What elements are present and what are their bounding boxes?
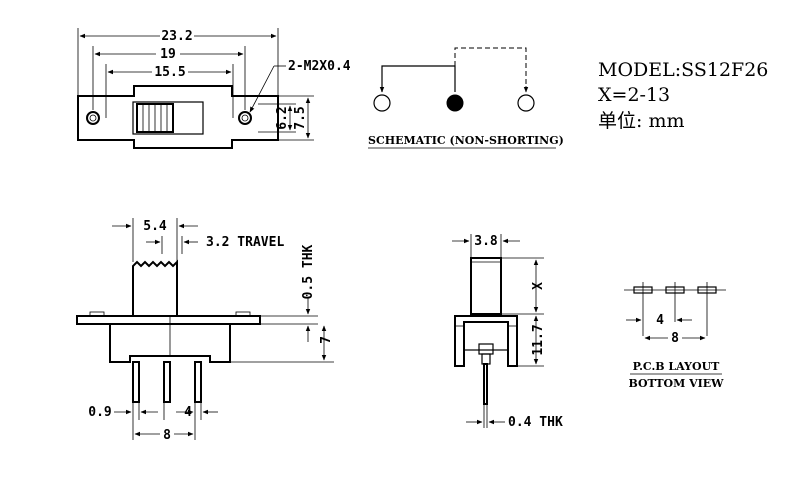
side-view-flange bbox=[76, 315, 261, 325]
side-view: 5.4 3.2 TRAVEL 0.5 THK 7 0.9 4 8 bbox=[76, 218, 334, 443]
schematic-label: SCHEMATIC (NON-SHORTING) bbox=[368, 134, 564, 147]
model-unit: 单位: mm bbox=[598, 110, 684, 132]
dim-pin-thickness: 0.4 THK bbox=[508, 415, 563, 430]
schematic-terminal-left bbox=[373, 94, 391, 112]
schematic-contact-left bbox=[381, 65, 456, 92]
dim-body-height: 7 bbox=[319, 336, 334, 344]
dim-hole-spec: 2-M2X0.4 bbox=[288, 59, 351, 74]
dim-overall-width: 23.2 bbox=[161, 29, 192, 44]
schematic: SCHEMATIC (NON-SHORTING) bbox=[368, 47, 564, 149]
schematic-contact-right bbox=[454, 47, 527, 92]
model-info: MODEL:SS12F26 X=2-13 单位: mm bbox=[598, 59, 768, 132]
dim-pcb-pitch: 4 bbox=[656, 313, 664, 328]
side-view-pin-3 bbox=[194, 361, 202, 403]
dim-pcb-span: 8 bbox=[671, 331, 679, 346]
side-view-pin-2 bbox=[163, 361, 171, 403]
pcb-layout-title: P.C.B LAYOUT bbox=[633, 360, 721, 373]
top-view: 23.2 19 15.5 2-M2X0.4 6.2 7.5 bbox=[77, 28, 351, 149]
dim-flange-height: 7.5 bbox=[293, 106, 308, 129]
dim-pin-width: 0.9 bbox=[88, 405, 111, 420]
side-view-pin-1 bbox=[132, 361, 140, 403]
top-view-slot bbox=[132, 101, 204, 135]
dim-actuator-thickness: 3.8 bbox=[474, 234, 498, 249]
end-view-actuator bbox=[470, 257, 502, 315]
top-view-hole-right bbox=[238, 111, 252, 125]
dim-x: X bbox=[531, 282, 546, 290]
pcb-layout-subtitle: BOTTOM VIEW bbox=[628, 377, 724, 390]
side-view-actuator bbox=[132, 259, 178, 316]
end-view: 3.8 X 11.7 0.4 THK bbox=[452, 234, 563, 430]
model-name: MODEL:SS12F26 bbox=[598, 59, 768, 81]
top-view-actuator-ribs bbox=[142, 104, 168, 132]
dim-body-height: 6.2 bbox=[275, 106, 290, 129]
dim-pin-span: 8 bbox=[163, 428, 171, 443]
dim-flange-thickness: 0.5 THK bbox=[301, 244, 316, 299]
dim-end-height: 11.7 bbox=[531, 324, 546, 355]
model-x-range: X=2-13 bbox=[598, 84, 670, 106]
schematic-terminal-common bbox=[446, 94, 464, 112]
schematic-terminal-right bbox=[517, 94, 535, 112]
pcb-layout: 4 8 P.C.B LAYOUT BOTTOM VIEW bbox=[624, 282, 726, 390]
dim-travel: 3.2 TRAVEL bbox=[206, 235, 284, 250]
dim-slot-width: 15.5 bbox=[154, 65, 185, 80]
end-view-body bbox=[463, 321, 509, 351]
end-view-pin bbox=[483, 363, 488, 405]
dim-mount-width: 19 bbox=[160, 47, 176, 62]
dim-pin-pitch: 4 bbox=[184, 405, 192, 420]
dim-actuator-width: 5.4 bbox=[143, 219, 167, 234]
top-view-hole-left bbox=[86, 111, 100, 125]
